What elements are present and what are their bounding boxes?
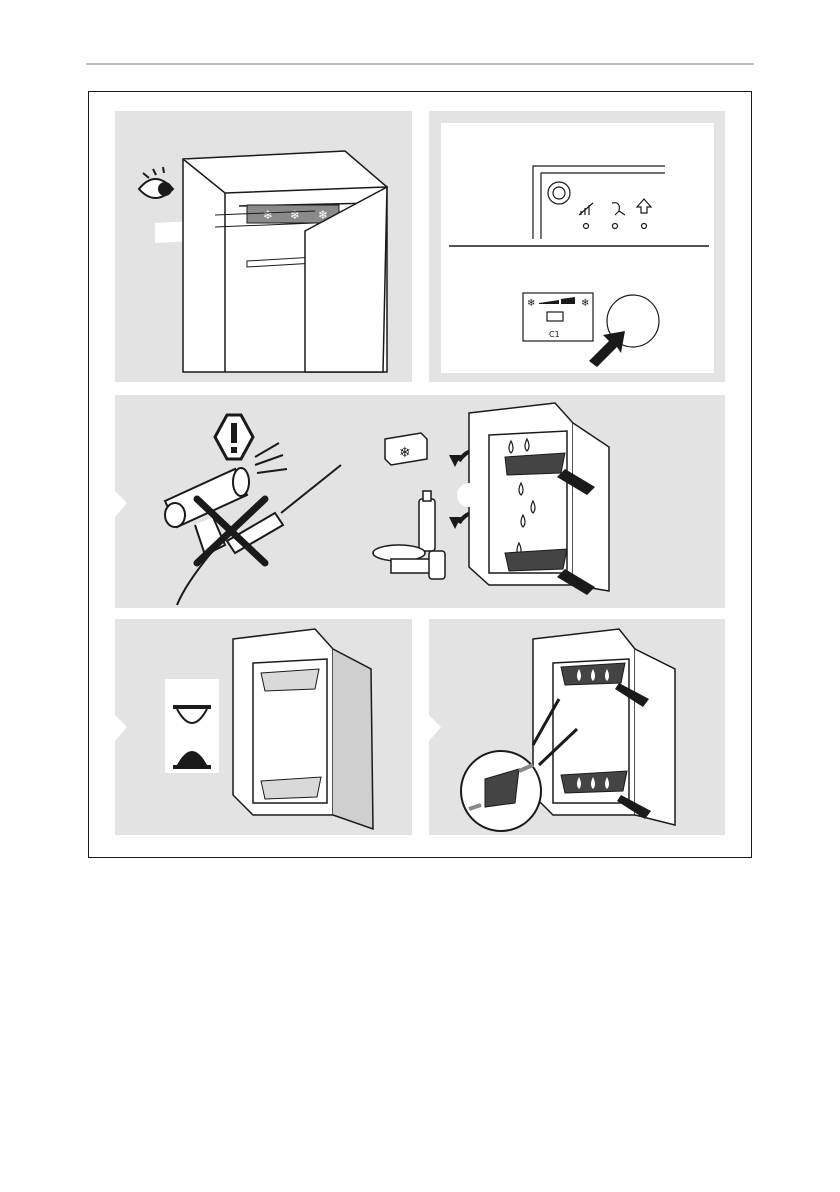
step3-defrost-panel: ❄ — [115, 395, 725, 608]
towel-icon — [505, 453, 565, 475]
svg-text:❄: ❄ — [527, 298, 535, 309]
snowflake-icon: ❄❄❄ — [263, 208, 328, 222]
step4-wait-panel — [115, 619, 412, 835]
step5-illustration — [429, 619, 725, 835]
svg-text:❄: ❄ — [263, 208, 273, 222]
header-rule — [86, 63, 754, 65]
bottle-icon — [373, 491, 445, 579]
step4-illustration — [115, 619, 412, 835]
step2-switch-off-panel: ❄ ❄ C1 — [429, 111, 725, 382]
hourglass-icon — [165, 679, 219, 773]
svg-text:❄: ❄ — [399, 445, 411, 461]
frozen-food-icon: ❄ — [385, 433, 427, 465]
display-c1-label: C1 — [549, 330, 560, 339]
step3-illustration: ❄ — [115, 395, 725, 608]
warning-icon — [215, 415, 253, 459]
step5-remove-towels-panel — [429, 619, 725, 835]
step1-check-frost-panel: ❄❄❄ — [115, 111, 412, 382]
magnifier-circle — [461, 751, 541, 831]
eye-icon — [139, 167, 173, 198]
svg-text:❄: ❄ — [581, 298, 589, 309]
display-icon: ❄ ❄ C1 — [523, 293, 593, 341]
step-marker — [457, 483, 481, 507]
svg-text:❄: ❄ — [290, 208, 300, 222]
towel-icon-bottom — [505, 549, 567, 571]
open-fridge — [233, 629, 373, 829]
step2-illustration: ❄ ❄ C1 — [429, 111, 725, 382]
open-fridge — [533, 629, 675, 825]
step1-illustration: ❄❄❄ — [115, 111, 412, 382]
towel-icon — [261, 669, 319, 691]
towel-icon-bottom — [261, 777, 321, 799]
